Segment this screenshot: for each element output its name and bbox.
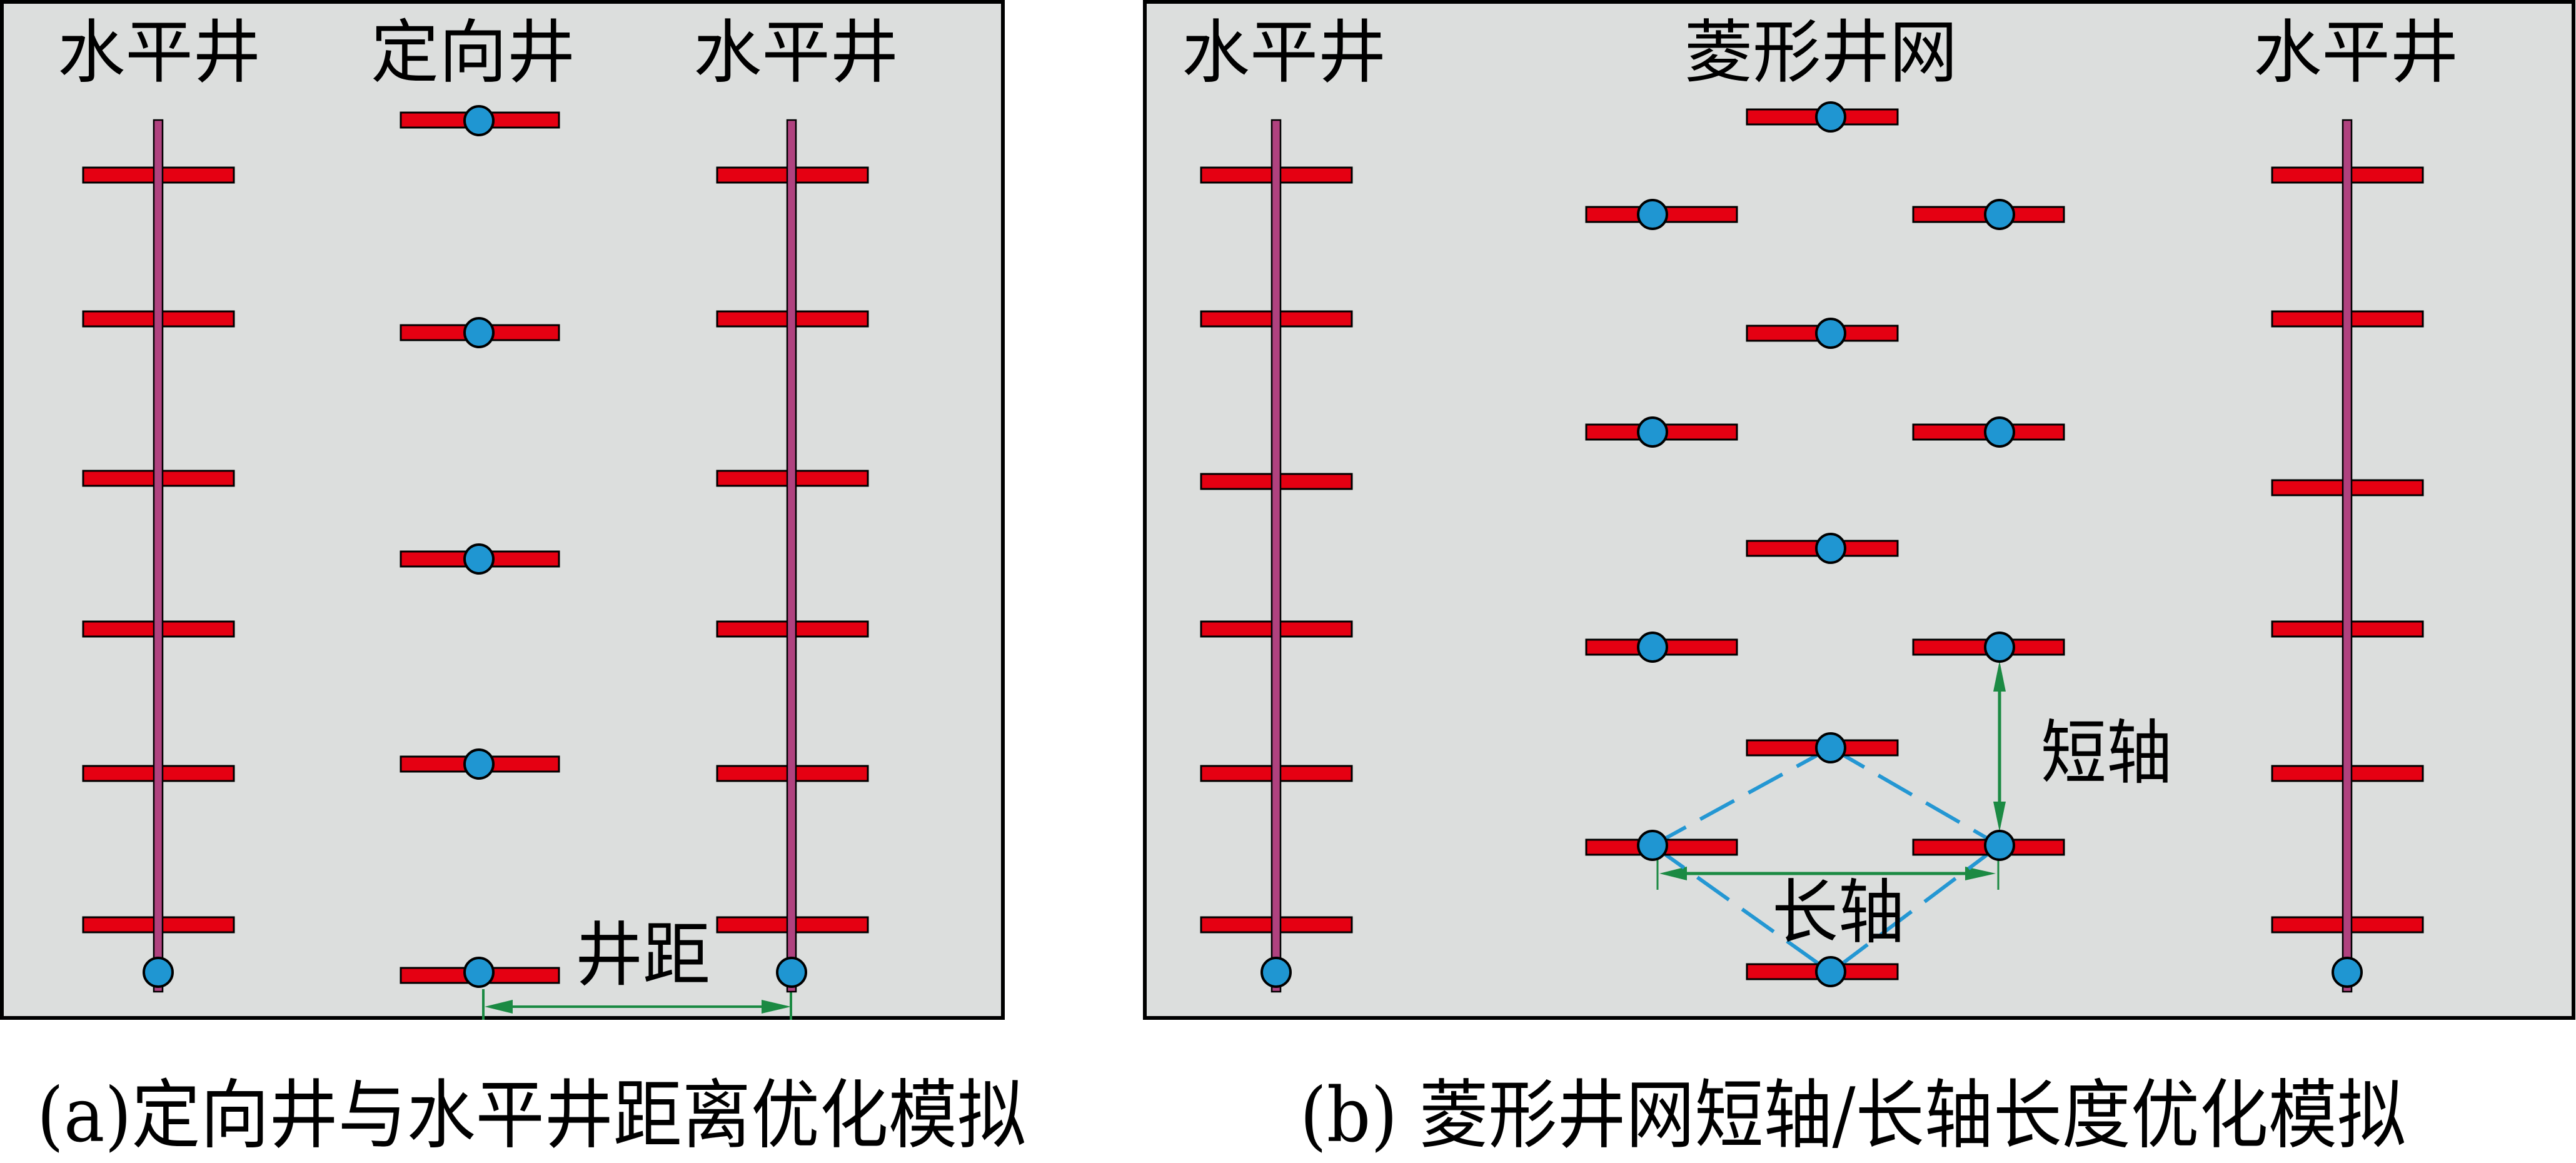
rhombus-pattern-well	[1912, 199, 2065, 230]
directional-well	[400, 317, 560, 348]
wellhead-marker	[1815, 533, 1846, 564]
rhombus-pattern-well	[1746, 101, 1899, 133]
arrowhead-right-icon	[762, 1000, 791, 1014]
wellhead-marker	[2332, 957, 2363, 988]
wellhead-marker	[1637, 416, 1668, 448]
panel-a-label-directional-well: 定向井	[371, 13, 575, 93]
rhombus-edge	[1829, 746, 2001, 847]
caption-a: (a)定向井与水平井距离优化模拟	[37, 1072, 1026, 1159]
panel-b-label-horizontal-well-right: 水平井	[2253, 13, 2458, 93]
horizontal-well-left	[82, 119, 235, 993]
horizontal-wellbore	[1270, 119, 1282, 993]
rhombus-pattern-well	[1585, 632, 1738, 663]
wellhead-marker	[1260, 957, 1292, 988]
rhombus-pattern-well	[1746, 732, 1899, 763]
well-spacing-label: 井距	[575, 915, 710, 996]
long-axis-arrowhead-right-icon	[1965, 867, 1996, 880]
horizontal-well-right	[716, 119, 869, 993]
panel-a-frame	[0, 0, 1005, 1020]
wellhead-marker	[463, 957, 495, 988]
rhombus-axis-annotations	[1651, 661, 2006, 974]
wellhead-marker	[463, 105, 495, 136]
arrowhead-left-icon	[485, 1000, 513, 1014]
rhombus-pattern-well	[1912, 830, 2065, 861]
directional-well	[400, 748, 560, 780]
wellhead-marker	[1637, 632, 1668, 663]
panel-b-label-rhombus-pattern: 菱形井网	[1684, 13, 1958, 93]
rhombus-edge	[1651, 843, 1832, 974]
horizontal-wellbore	[153, 119, 164, 993]
horizontal-well-right	[2271, 119, 2424, 993]
wellhead-marker	[1637, 199, 1668, 230]
wellhead-marker	[1637, 830, 1668, 861]
short-axis-arrowhead-down-icon	[1993, 802, 2006, 832]
rhombus-pattern-well	[1585, 199, 1738, 230]
rhombus-pattern-well	[1585, 416, 1738, 448]
well-spacing-dimension	[482, 989, 792, 1020]
panel-a-directional-vs-horizontal: 水平井 定向井 水平井 井距	[0, 0, 1005, 1020]
panel-b-wells	[1200, 101, 2424, 993]
wellhead-marker	[1815, 956, 1846, 987]
wellhead-marker	[1984, 199, 2015, 230]
caption-b: (b) 菱形井网短轴/长轴长度优化模拟	[1300, 1072, 2406, 1159]
panel-a-wells	[82, 105, 869, 993]
wellhead-marker	[463, 748, 495, 780]
long-axis-arrowhead-left-icon	[1659, 867, 1687, 880]
wellhead-marker	[143, 957, 174, 988]
rhombus-pattern-well	[1746, 956, 1899, 987]
long-axis-label: 长轴	[1772, 872, 1904, 954]
wellhead-marker	[463, 317, 495, 348]
horizontal-well-left	[1200, 119, 1353, 993]
rhombus-edge	[1651, 746, 1832, 847]
panel-b-rhombus-pattern: 水平井 菱形井网 水平井 短轴 长轴	[1143, 0, 2575, 1020]
rhombus-pattern-well	[1912, 632, 2065, 663]
rhombus-pattern-well	[1746, 533, 1899, 564]
panel-a-label-horizontal-well-right: 水平井	[693, 13, 898, 93]
directional-well	[400, 105, 560, 136]
rhombus-pattern-well	[1912, 416, 2065, 448]
wellhead-marker	[1815, 732, 1846, 763]
panel-b-frame	[1143, 0, 2575, 1020]
wellhead-marker	[1984, 632, 2015, 663]
rhombus-edge	[1829, 843, 2001, 974]
wellhead-marker	[1815, 101, 1846, 133]
rhombus-pattern-well	[1746, 318, 1899, 349]
rhombus-pattern-well	[1585, 830, 1738, 861]
short-axis-label: 短轴	[2041, 713, 2172, 794]
horizontal-wellbore	[786, 119, 797, 993]
horizontal-wellbore	[2342, 119, 2353, 993]
wellhead-marker	[463, 543, 495, 575]
panel-b-label-horizontal-well-left: 水平井	[1182, 13, 1386, 93]
wellhead-marker	[1984, 416, 2015, 448]
directional-well	[400, 543, 560, 575]
panel-a-label-horizontal-well-left: 水平井	[58, 13, 261, 93]
short-axis-arrowhead-up-icon	[1993, 661, 2006, 692]
wellhead-marker	[1815, 318, 1846, 349]
wellhead-marker	[1984, 830, 2015, 861]
wellhead-marker	[776, 957, 807, 988]
directional-well	[400, 957, 560, 988]
